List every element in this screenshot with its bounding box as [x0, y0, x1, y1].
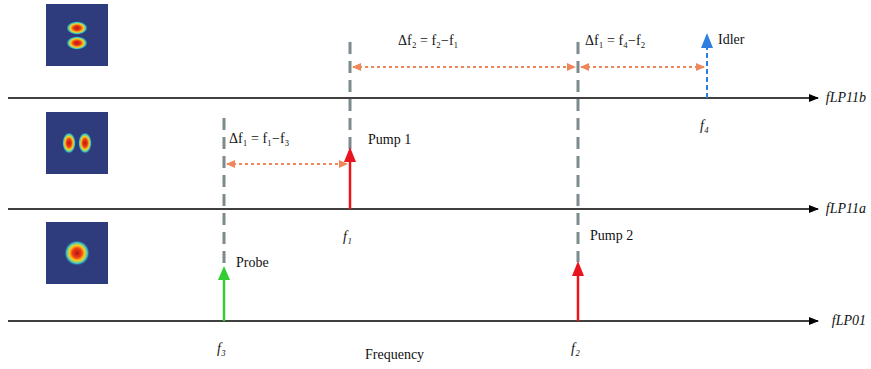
- probe-arrow: [218, 266, 230, 321]
- reference-line: [224, 42, 578, 270]
- mode-image: [46, 4, 108, 66]
- idler-arrow: [701, 33, 713, 98]
- spacing-arrow: [227, 67, 704, 164]
- frequency-label: f₂: [571, 341, 580, 357]
- spacing-label: Δf₁ = f₄−f₂: [585, 33, 645, 49]
- spacing-label: Δf₁ = f₁−f₃: [229, 131, 289, 147]
- frequency-label: f₃: [217, 341, 226, 357]
- pump-arrow: [572, 261, 584, 321]
- mode-image: [46, 222, 108, 284]
- wave-label: Pump 2: [590, 228, 633, 244]
- frequency-label: f₄: [700, 118, 709, 134]
- wave-label: Pump 1: [368, 132, 411, 148]
- axis-label: fLP01: [832, 313, 866, 329]
- pump-arrow: [344, 147, 356, 209]
- wave-label: Idler: [718, 32, 744, 48]
- spacing-label: Δf₂ = f₂−f₁: [398, 33, 458, 49]
- axis-label: fLP11a: [826, 201, 866, 217]
- frequency-axis: [8, 98, 818, 321]
- wave-label: Probe: [236, 255, 269, 271]
- axis-title: Frequency: [365, 347, 424, 363]
- axis-label: fLP11b: [826, 90, 866, 106]
- mode-image: [46, 112, 108, 174]
- frequency-label: f₁: [343, 229, 352, 245]
